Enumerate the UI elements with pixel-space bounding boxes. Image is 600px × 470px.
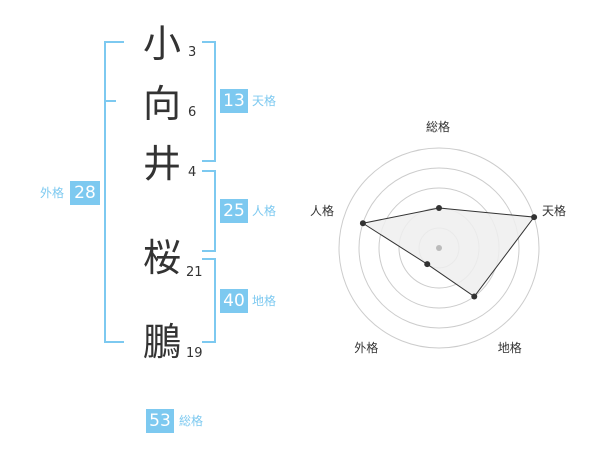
stroke-count-3: 4 xyxy=(188,165,197,180)
radar-center-dot xyxy=(436,245,442,251)
stroke-count-5: 19 xyxy=(186,346,203,361)
jinkaku-badge: 25 xyxy=(220,199,248,223)
tenkaku-label: 天格 xyxy=(252,94,277,108)
tenkaku-bracket xyxy=(202,41,216,162)
name-char-5: 鵬 xyxy=(142,320,181,364)
radar-point-2 xyxy=(531,214,538,221)
gaikaku-bracket xyxy=(104,41,124,343)
gaikaku-label: 外格 xyxy=(40,186,65,200)
stroke-count-1: 3 xyxy=(188,45,197,60)
stroke-count-4: 21 xyxy=(186,265,203,280)
radar-point-4 xyxy=(424,261,431,268)
stroke-count-2: 6 xyxy=(188,105,197,120)
gaikaku-bracket-tick xyxy=(104,100,116,102)
radar-area xyxy=(361,207,536,298)
name-char-1: 小 xyxy=(142,22,181,66)
radar-axis-label-3: 地格 xyxy=(497,340,522,355)
soukaku-badge: 53 xyxy=(146,409,174,433)
radar-point-1 xyxy=(436,205,442,211)
radar-axis-label-1: 総格 xyxy=(426,120,451,134)
chikaku-bracket xyxy=(202,258,216,343)
soukaku-label: 総格 xyxy=(179,414,204,428)
radar-grid-ring-5 xyxy=(338,147,540,349)
gaikaku-badge: 28 xyxy=(70,181,100,205)
chikaku-badge: 40 xyxy=(220,289,248,313)
radar-axis-label-5: 人格 xyxy=(309,204,334,219)
radar-grid-ring-4 xyxy=(358,167,520,329)
name-char-4: 桜 xyxy=(142,236,181,280)
radar-axis-label-4: 外格 xyxy=(354,340,379,355)
name-char-2: 向 xyxy=(142,82,181,126)
jinkaku-bracket xyxy=(202,170,216,252)
chikaku-label: 地格 xyxy=(252,294,277,308)
tenkaku-badge: 13 xyxy=(220,89,248,113)
radar-axis-label-2: 天格 xyxy=(542,204,567,219)
name-char-3: 井 xyxy=(142,142,181,186)
radar-point-5 xyxy=(359,220,366,227)
jinkaku-label: 人格 xyxy=(252,204,277,218)
radar-point-3 xyxy=(471,293,478,300)
